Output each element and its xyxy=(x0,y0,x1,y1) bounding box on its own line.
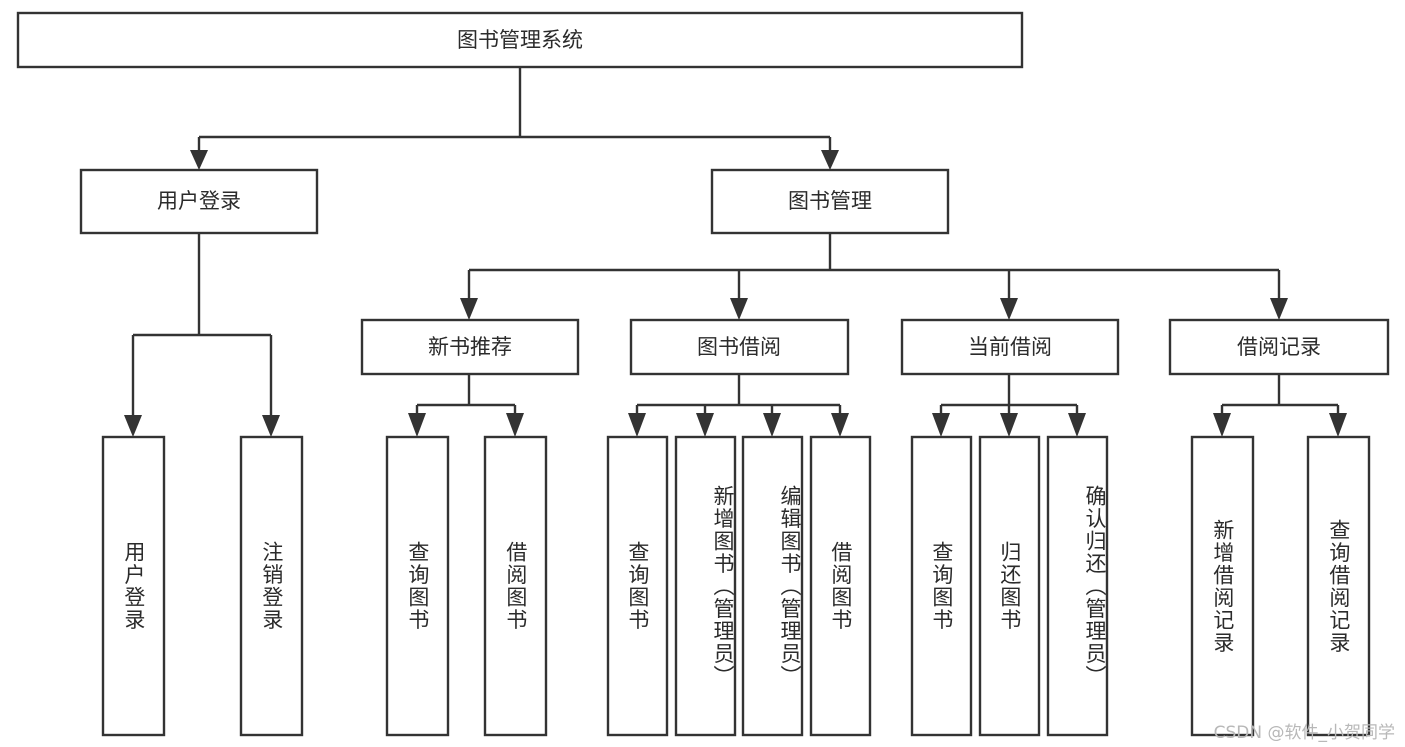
leaf-box-newbook-1[interactable] xyxy=(385,435,450,737)
arrow-head-borrow-leaf-4 xyxy=(831,413,849,437)
arrow-head-borrow-leaf-2 xyxy=(696,413,714,437)
arrow-head-book-manage xyxy=(821,150,839,170)
leaf-box-current-2[interactable] xyxy=(978,435,1041,737)
node-borrow-record-label: 借阅记录 xyxy=(1237,335,1321,359)
leaf-box-record-1[interactable] xyxy=(1190,435,1255,737)
node-root[interactable]: 图书管理系统 xyxy=(16,11,1024,69)
leaf-box-layer xyxy=(101,435,1371,737)
leaf-box-newbook-2[interactable] xyxy=(483,435,548,737)
node-book-borrow[interactable]: 图书借阅 xyxy=(629,318,850,376)
arrow-head-record-leaf-2 xyxy=(1329,413,1347,437)
node-borrow-record[interactable]: 借阅记录 xyxy=(1168,318,1390,376)
leaf-box-user-login-2[interactable] xyxy=(239,435,304,737)
arrow-head-leaf-user-login-2 xyxy=(262,415,280,437)
node-user-login[interactable]: 用户登录 xyxy=(79,168,319,235)
arrow-head-current-leaf-3 xyxy=(1068,413,1086,437)
arrow-head-user-login xyxy=(190,150,208,170)
arrow-head-borrow-leaf-3 xyxy=(763,413,781,437)
arrow-head-record-leaf-1 xyxy=(1213,413,1231,437)
leaf-box-current-3[interactable] xyxy=(1046,435,1109,737)
leaf-box-borrow-1[interactable] xyxy=(606,435,669,737)
leaf-box-borrow-2[interactable] xyxy=(674,435,737,737)
leaf-box-user-login-1[interactable] xyxy=(101,435,166,737)
node-current-borrow-label: 当前借阅 xyxy=(968,335,1052,359)
node-user-login-label: 用户登录 xyxy=(157,189,241,213)
arrow-head-newbook-leaf-1 xyxy=(408,413,426,437)
arrow-head-current-leaf-1 xyxy=(932,413,950,437)
arrow-head-level3-3 xyxy=(1000,298,1018,320)
node-book-borrow-label: 图书借阅 xyxy=(697,335,781,359)
arrow-head-leaf-user-login-1 xyxy=(124,415,142,437)
arrow-head-level3-4 xyxy=(1270,298,1288,320)
arrow-head-borrow-leaf-1 xyxy=(628,413,646,437)
node-current-borrow[interactable]: 当前借阅 xyxy=(900,318,1120,376)
connector-layer xyxy=(124,67,1347,437)
leaf-box-borrow-4[interactable] xyxy=(809,435,872,737)
leaf-box-record-2[interactable] xyxy=(1306,435,1371,737)
arrow-head-level3-1 xyxy=(460,298,478,320)
node-new-book-recommend-label: 新书推荐 xyxy=(428,335,512,359)
watermark: CSDN @软件_小贺同学 xyxy=(1213,723,1395,743)
node-root-label: 图书管理系统 xyxy=(457,28,583,52)
arrow-head-level3-2 xyxy=(730,298,748,320)
leaf-box-borrow-3[interactable] xyxy=(741,435,804,737)
arrow-head-current-leaf-2 xyxy=(1000,413,1018,437)
leaf-box-current-1[interactable] xyxy=(910,435,973,737)
node-new-book-recommend[interactable]: 新书推荐 xyxy=(360,318,580,376)
node-book-manage-label: 图书管理 xyxy=(788,189,872,213)
node-book-manage[interactable]: 图书管理 xyxy=(710,168,950,235)
arrow-head-newbook-leaf-2 xyxy=(506,413,524,437)
